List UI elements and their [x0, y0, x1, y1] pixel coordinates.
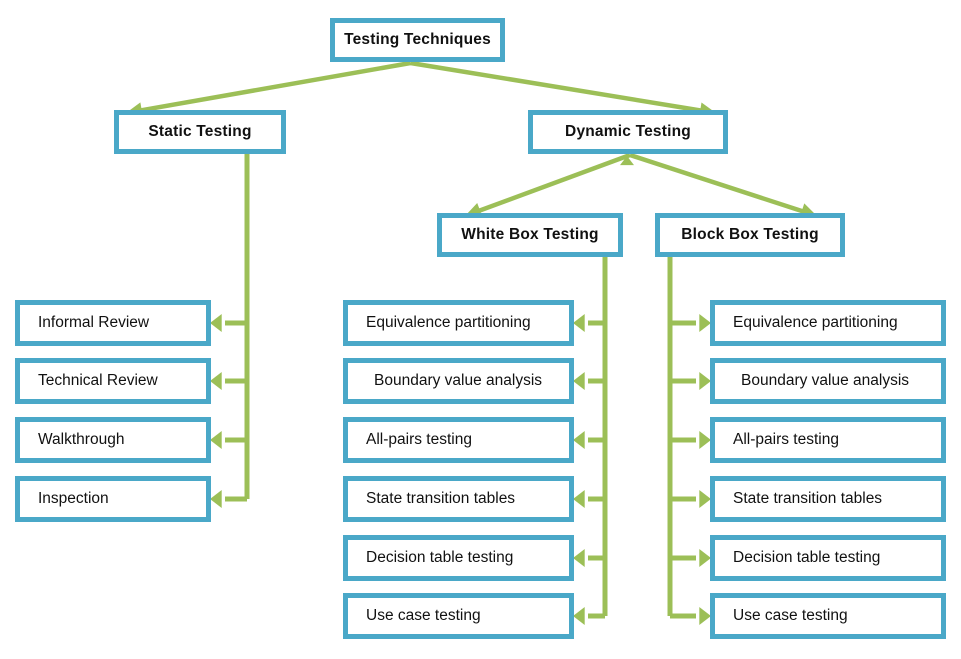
node-label: Testing Techniques [344, 31, 491, 49]
node-static-testing: Static Testing [114, 110, 286, 154]
node-white-box-testing-items-item-1: Equivalence partitioning [343, 300, 574, 346]
node-white-box-testing-items-item-5: Decision table testing [343, 535, 574, 581]
node-label: Walkthrough [38, 431, 125, 449]
node-block-box-testing-items-item-4: State transition tables [710, 476, 946, 522]
node-label: Decision table testing [733, 549, 881, 567]
node-block-box-testing-items-item-2: Boundary value analysis [710, 358, 946, 404]
node-label: Technical Review [38, 372, 158, 390]
node-static-testing-items-item-1: Informal Review [15, 300, 211, 346]
node-label: White Box Testing [461, 226, 599, 244]
node-white-box-testing-items-item-4: State transition tables [343, 476, 574, 522]
node-block-box-testing-items-item-5: Decision table testing [710, 535, 946, 581]
node-label: All-pairs testing [733, 431, 839, 449]
node-white-box-testing-items-item-6: Use case testing [343, 593, 574, 639]
node-white-box-testing: White Box Testing [437, 213, 623, 257]
node-block-box-testing: Block Box Testing [655, 213, 845, 257]
node-label: Informal Review [38, 314, 150, 332]
node-label: Inspection [38, 490, 109, 508]
node-label: State transition tables [733, 490, 883, 508]
node-label: Equivalence partitioning [733, 314, 898, 332]
node-label: Use case testing [733, 607, 848, 625]
node-label: Decision table testing [366, 549, 514, 567]
node-block-box-testing-items-item-6: Use case testing [710, 593, 946, 639]
node-white-box-testing-items-item-3: All-pairs testing [343, 417, 574, 463]
node-label: Use case testing [366, 607, 481, 625]
node-label: Dynamic Testing [565, 123, 691, 141]
node-static-testing-items-item-2: Technical Review [15, 358, 211, 404]
node-white-box-testing-items-item-2: Boundary value analysis [343, 358, 574, 404]
node-label: Equivalence partitioning [366, 314, 531, 332]
node-label: State transition tables [366, 490, 516, 508]
node-block-box-testing-items-item-3: All-pairs testing [710, 417, 946, 463]
node-label: Static Testing [148, 123, 252, 141]
node-dynamic-testing: Dynamic Testing [528, 110, 728, 154]
node-label: Boundary value analysis [374, 372, 543, 390]
node-testing-techniques: Testing Techniques [330, 18, 505, 62]
node-label: All-pairs testing [366, 431, 472, 449]
node-static-testing-items-item-4: Inspection [15, 476, 211, 522]
node-static-testing-items-item-3: Walkthrough [15, 417, 211, 463]
node-label: Boundary value analysis [741, 372, 910, 390]
node-label: Block Box Testing [681, 226, 819, 244]
node-block-box-testing-items-item-1: Equivalence partitioning [710, 300, 946, 346]
